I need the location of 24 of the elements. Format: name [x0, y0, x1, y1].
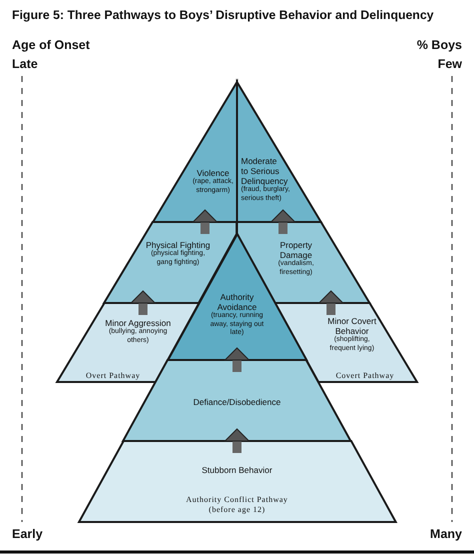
axis-end-label: Many	[430, 527, 462, 541]
section-title: Minor Covert Behavior	[326, 316, 378, 336]
block-arrow	[224, 348, 250, 372]
block-arrow	[318, 290, 344, 315]
figure-title: Figure 5: Three Pathways to Boys’ Disruptive Behavior and Delinquency	[12, 8, 434, 22]
section-title: Property Damage	[280, 240, 312, 260]
block-arrow	[270, 210, 296, 234]
axis-title: Age of Onset	[12, 38, 90, 52]
axis-end-label: Few	[438, 57, 462, 71]
section-title: Violence	[196, 168, 230, 178]
axis-end-label: Early	[12, 527, 43, 541]
section-title: Authority Avoidance	[217, 292, 257, 312]
section-title: Stubborn Behavior	[200, 465, 274, 475]
block-arrow	[130, 290, 156, 315]
pathway-label: Covert Pathway	[334, 371, 396, 381]
block-arrow	[192, 210, 218, 234]
pathway-label: Overt Pathway	[84, 371, 142, 381]
section-title: Minor Aggression	[105, 318, 171, 328]
axis-end-label: Late	[12, 57, 38, 71]
section-title: Defiance/Disobedience	[192, 397, 282, 407]
pathway-label: Authority Conflict Pathway (before age 12)	[185, 495, 289, 515]
section-title: Physical Fighting	[144, 240, 211, 250]
axis-title: % Boys	[416, 38, 462, 52]
block-arrow	[224, 428, 250, 453]
